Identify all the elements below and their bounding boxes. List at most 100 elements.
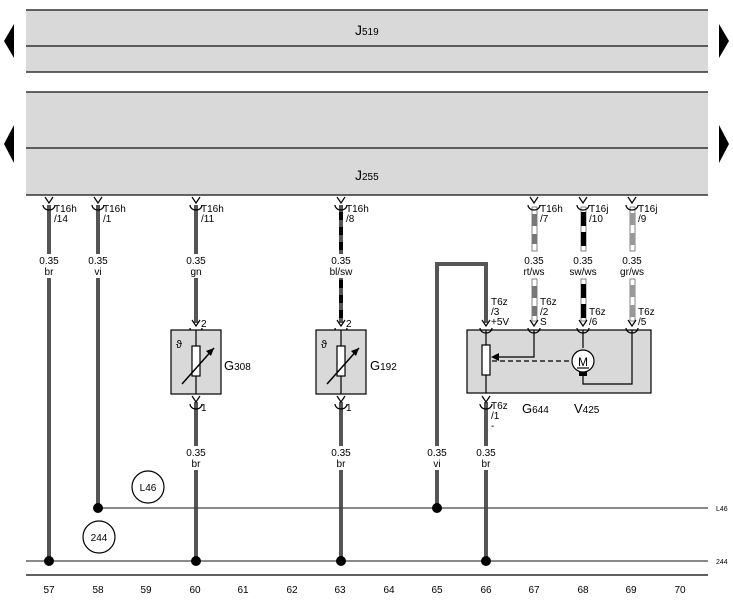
wire-69-color: gr/ws <box>620 267 644 278</box>
t6z-1-pin: /1 <box>491 411 500 422</box>
svg-text:G644: G644 <box>522 401 549 416</box>
connector-63-name: T16h <box>346 204 369 215</box>
sensor-g308: 2 ϑ 1 G308 <box>170 319 251 414</box>
junction-dot <box>481 556 491 566</box>
junction-dot <box>191 556 201 566</box>
ground-reference-circles: L46 244 <box>82 470 165 554</box>
wire-68-color: sw/ws <box>569 267 596 278</box>
wire-57-size: 0.35 <box>39 256 59 267</box>
wire-60-size: 0.35 <box>186 256 206 267</box>
junction-dot <box>432 503 442 513</box>
pin-arrow-icon <box>334 395 348 410</box>
column-number: 68 <box>577 585 589 596</box>
t6z-3-signal: +5V <box>491 317 509 328</box>
actuator-g644-v425: M T6z /3 +5V T6z /2 S T6z /6 T6z /5 T6z … <box>466 297 655 432</box>
junction-dot <box>44 556 54 566</box>
continue-right-arrow-icon <box>719 125 729 163</box>
column-number: 57 <box>43 585 55 596</box>
wire-67-color: rt/ws <box>523 267 544 278</box>
g192-number: 192 <box>380 362 397 373</box>
column-number: 63 <box>334 585 346 596</box>
g308-pin-bottom: 1 <box>201 403 207 414</box>
t6z-1-signal: - <box>491 421 494 432</box>
wire-65-color: vi <box>433 459 440 470</box>
wire-60b-color: br <box>192 459 202 470</box>
connector-68-name: T16j <box>589 204 608 215</box>
wire-69-size: 0.35 <box>622 256 642 267</box>
connector-58-pin: /1 <box>103 214 112 225</box>
g192-pin-bottom: 1 <box>346 403 352 414</box>
column-number: 66 <box>480 585 492 596</box>
continuation-arrows-top <box>4 24 729 58</box>
wire-67-stripes <box>531 206 538 322</box>
module-j519: J519 <box>26 9 708 73</box>
pin-arrow-icon <box>91 196 105 211</box>
wire-65-loop <box>435 262 488 508</box>
ground-ref-244-label: 244 <box>91 533 108 544</box>
pin-arrow-icon <box>189 196 203 211</box>
junction-dot <box>336 556 346 566</box>
connector-68-pin: /10 <box>589 214 603 225</box>
connector-60-pin: /11 <box>201 214 215 225</box>
thermistor-symbol-icon: ϑ <box>321 339 327 351</box>
connector-58-name: T16h <box>103 204 126 215</box>
t6z-2-pin: /2 <box>540 307 549 318</box>
bus-l46-label: L46 <box>716 506 728 513</box>
wire-68-stripes <box>580 206 587 322</box>
continue-right-arrow-icon <box>719 24 729 58</box>
pin-arrow-icon <box>527 196 541 211</box>
v425-letter: V <box>574 401 583 416</box>
connector-60-name: T16h <box>201 204 224 215</box>
column-number: 70 <box>674 585 686 596</box>
wire-58-size: 0.35 <box>88 256 108 267</box>
g192-pin-top: 2 <box>346 319 352 330</box>
connector-63-pin: /8 <box>346 214 355 225</box>
variable-arrow-icon <box>326 347 360 385</box>
column-number: 69 <box>625 585 637 596</box>
t6z-3-pin: /3 <box>491 307 500 318</box>
t6z-2-signal: S <box>540 317 547 328</box>
pin-arrow-icon <box>576 196 590 211</box>
continuation-arrows-bottom <box>4 125 729 163</box>
column-number: 67 <box>528 585 540 596</box>
wire-63b-size: 0.35 <box>331 448 351 459</box>
wire-57-color: br <box>45 267 55 278</box>
ground-ref-l46 <box>131 470 165 504</box>
pin-arrow-icon <box>189 395 203 410</box>
connector-57-pin: /14 <box>54 214 68 225</box>
t6z-6-pin: /6 <box>589 317 598 328</box>
t6z-2-name: T6z <box>540 297 557 308</box>
motor-symbol: M <box>578 355 588 369</box>
junction-dots <box>44 503 491 566</box>
continue-left-arrow-icon <box>4 24 14 58</box>
variable-arrow-icon <box>181 347 215 385</box>
column-numbers: 57 58 59 60 61 62 63 64 65 66 67 68 69 7… <box>43 585 686 596</box>
wire-67-size: 0.35 <box>524 256 544 267</box>
t6z-5-pin: /5 <box>638 317 647 328</box>
wire-60-color: gn <box>190 267 201 278</box>
g644-number: 644 <box>532 405 549 416</box>
wire-66-size: 0.35 <box>476 448 496 459</box>
pin-arrow-icon <box>479 395 493 410</box>
potentiometer-icon <box>481 344 491 376</box>
connector-69-pin: /9 <box>638 214 647 225</box>
t6z-5-name: T6z <box>638 307 655 318</box>
module-j255-letter: J <box>355 167 362 183</box>
module-j255: J255 <box>26 91 708 196</box>
wiper-arrow-icon <box>491 353 499 361</box>
wire-labels-upper: 0.35 br 0.35 vi 0.35 gn 0.35 bl/sw 0.35 … <box>36 254 644 278</box>
wire-58-color: vi <box>94 267 101 278</box>
wire-68-size: 0.35 <box>573 256 593 267</box>
bus-lines: L46 244 <box>26 506 728 566</box>
connector-labels: T16h /14 T16h /1 T16h /11 T16h /8 T16h /… <box>54 204 657 225</box>
column-number: 64 <box>383 585 395 596</box>
svg-text:J255: J255 <box>355 167 379 183</box>
column-number: 60 <box>189 585 201 596</box>
g192-letter: G <box>370 358 380 373</box>
thermistor-symbol-icon: ϑ <box>176 339 182 351</box>
svg-text:J519: J519 <box>355 22 379 38</box>
column-number: 58 <box>92 585 104 596</box>
bus-244-label: 244 <box>716 559 728 566</box>
column-number: 62 <box>286 585 298 596</box>
